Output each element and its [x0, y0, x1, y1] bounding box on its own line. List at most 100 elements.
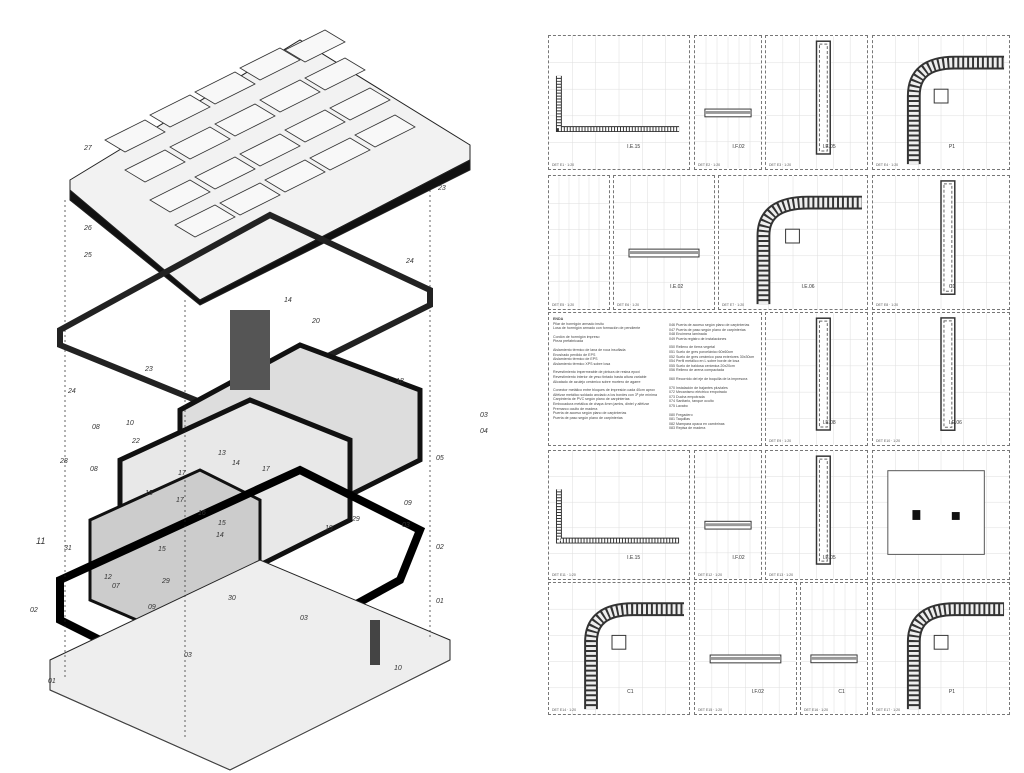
axo-label: 03 [300, 615, 308, 622]
detail-scale: DET E3 · 1:20 [769, 163, 792, 167]
legend-item: Enoshado perdido de EPS [553, 352, 596, 357]
detail-panel: DET E5 · 1:20 [548, 175, 610, 310]
axo-label: 31 [64, 545, 72, 552]
legend-item: Revestimiento impermeable de pintura de … [553, 370, 640, 375]
detail-scale: DET E5 · 1:20 [552, 303, 575, 307]
axo-label: 13 [218, 450, 226, 457]
detail-scale: DET E14 · 1:20 [552, 708, 577, 712]
axo-label: 20 [312, 318, 320, 325]
axo-label: 03 [402, 522, 410, 529]
detail-drawing [801, 583, 867, 714]
detail-drawing [766, 451, 867, 579]
detail-tag: I.E.05 [822, 144, 836, 150]
axo-label: 03 [184, 652, 192, 659]
axo-label: 19 [325, 525, 333, 532]
detail-tag: C1 [948, 284, 956, 290]
detail-drawing [549, 451, 689, 579]
detail-scale: DET E7 · 1:20 [722, 303, 745, 307]
axo-label: 05 [436, 455, 444, 462]
detail-scale: DET E6 · 1:20 [617, 303, 640, 307]
legend-item: 074 Sanitario, tanque oculto [669, 399, 714, 404]
detail-drawing [549, 36, 689, 169]
axo-label: 15 [158, 546, 166, 553]
legend-item: 080 Fregadero [669, 412, 693, 417]
detail-tag: I.E.06 [801, 284, 815, 290]
detail-scale: DET E13 · 1:20 [769, 573, 794, 577]
axo-label: 26 [84, 225, 92, 232]
axo-label: 03 [480, 412, 488, 419]
axo-label: 22 [132, 438, 140, 445]
legend-item: Carpintería de PVC según plano de carpin… [553, 397, 630, 402]
detail-tag: C1 [838, 689, 845, 696]
detail-drawing [766, 313, 867, 445]
legend-item: 049 Puerta registro de instalaciones [669, 336, 727, 341]
legend-item: Alféizar metálico soldado anclado a los … [553, 392, 657, 397]
detail-drawing [695, 583, 796, 714]
axo-label: 09 [404, 500, 412, 507]
detail-scale: DET E10 · 1:20 [876, 439, 901, 443]
axo-label: 12 [104, 574, 112, 581]
legend-item: 047 Puerta de paso según plano de carpin… [669, 327, 746, 332]
detail-scale: DET E16 · 1:20 [804, 708, 829, 712]
axo-label: 30 [228, 595, 236, 602]
legend-title: ENDA [553, 317, 564, 321]
axo-label: 17 [178, 470, 186, 477]
axo-label: 24 [406, 258, 414, 265]
legend-item: 082 Mampara opaca en cambrinas [669, 421, 725, 426]
axo-label: 10 [394, 665, 402, 672]
legend-item: 052 Suelo de gres cerámico para exterior… [669, 354, 755, 359]
detail-drawing [766, 36, 867, 169]
legend-item: 075 Lavabo [669, 403, 688, 408]
legend-item: Pieza prefabricada [553, 339, 583, 344]
axo-label: 18 [396, 378, 404, 385]
legend-item: Embocadura metálica de chapa 4mm jambs, … [553, 401, 650, 406]
axo-label: 07 [112, 583, 120, 590]
detail-drawing [549, 583, 689, 714]
axo-label: 27 [84, 145, 92, 152]
legend-item: Pilar de hormigón armado insitu [553, 321, 604, 326]
detail-scale: DET E12 · 1:20 [698, 573, 723, 577]
axo-label: 01 [436, 598, 444, 605]
detail-scale: DET E11 · 1:20 [552, 573, 576, 577]
detail-tag: I.E.08 [822, 420, 836, 427]
axo-label: 08 [90, 466, 98, 473]
detail-tag: I.E.15 [627, 555, 641, 561]
legend-item: Puerta de paso según plano de carpinterí… [553, 415, 623, 420]
detail-drawing [614, 176, 714, 309]
legend-item: 051 Suelo de gres porcelánico 60x60cm [669, 349, 734, 354]
legend-item: Revestimiento interior de yeso tintado h… [553, 374, 647, 379]
legend-item: Puerta de acceso según plano de carpinte… [553, 411, 627, 416]
axo-label: 14 [284, 297, 292, 304]
detail-drawing [873, 176, 1009, 309]
axo-label: 15 [145, 490, 153, 497]
detail-scale: DET E8 · 1:20 [876, 303, 899, 307]
legend-item: 056 Relleno de arena compactada [669, 368, 724, 373]
legend-item: Losa de hormigón armado con formación de… [553, 326, 641, 331]
detail-drawing [873, 313, 1009, 445]
axo-label: 04 [480, 428, 488, 435]
legend-item: Conector metálico entre bloques de impre… [553, 388, 655, 393]
axo-label: 17 [262, 466, 270, 473]
legend-item: Cordón de hormigón impreso [553, 334, 600, 339]
detail-scale: DET E15 · 1:20 [698, 708, 723, 712]
legend-item: 055 Suelo de baldosa cerámica 20x20cm [669, 363, 735, 368]
axo-label: 11 [36, 536, 46, 546]
detail-tag: C1 [627, 689, 634, 696]
legend-item: Alicatado de azulejo cerámico sobre mort… [553, 379, 641, 384]
detail-scale: DET E9 · 1:20 [769, 439, 792, 443]
axo-label: 16 [198, 510, 206, 517]
detail-tag: I.E.15 [627, 144, 641, 150]
